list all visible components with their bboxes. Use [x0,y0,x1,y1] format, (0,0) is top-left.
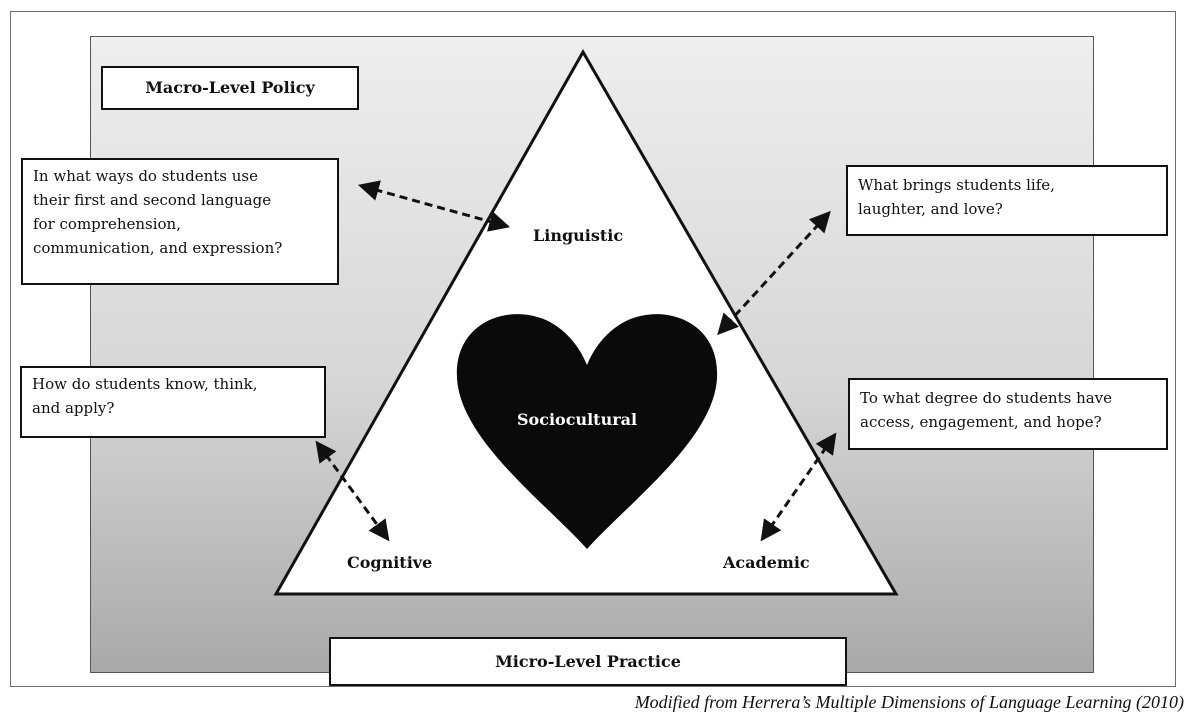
arrow-academic [760,432,837,542]
academic-label: Academic [723,553,810,572]
arrow-sociocultural [717,210,831,336]
cognitive-question-box: How do students know, think, and apply? [20,366,326,438]
question-line: for comprehension, [33,215,181,233]
academic-question-box: To what degree do students have access, … [848,378,1168,450]
cognitive-label: Cognitive [347,553,433,572]
macro-level-policy-box: Macro-Level Policy [101,66,359,110]
linguistic-question-box: In what ways do students use their first… [21,158,339,285]
linguistic-label: Linguistic [533,226,624,245]
question-line: communication, and expression? [33,239,283,257]
sociocultural-label: Sociocultural [517,410,638,429]
question-line: In what ways do students use [33,167,258,185]
question-line: What brings students life, [858,176,1055,194]
arrow-linguistic [357,180,511,232]
arrow-cognitive [315,440,390,542]
question-line: How do students know, think, [32,375,258,393]
question-line: and apply? [32,399,115,417]
question-line: To what degree do students have [860,389,1113,407]
micro-level-practice-box: Micro-Level Practice [329,637,847,686]
question-line: laughter, and love? [858,200,1003,218]
heart-shape [456,314,718,549]
source-credit: Modified from Herrera’s Multiple Dimensi… [634,692,1184,712]
question-line: their first and second language [33,191,272,209]
sociocultural-question-box: What brings students life, laughter, and… [846,165,1168,236]
question-line: access, engagement, and hope? [860,413,1102,431]
